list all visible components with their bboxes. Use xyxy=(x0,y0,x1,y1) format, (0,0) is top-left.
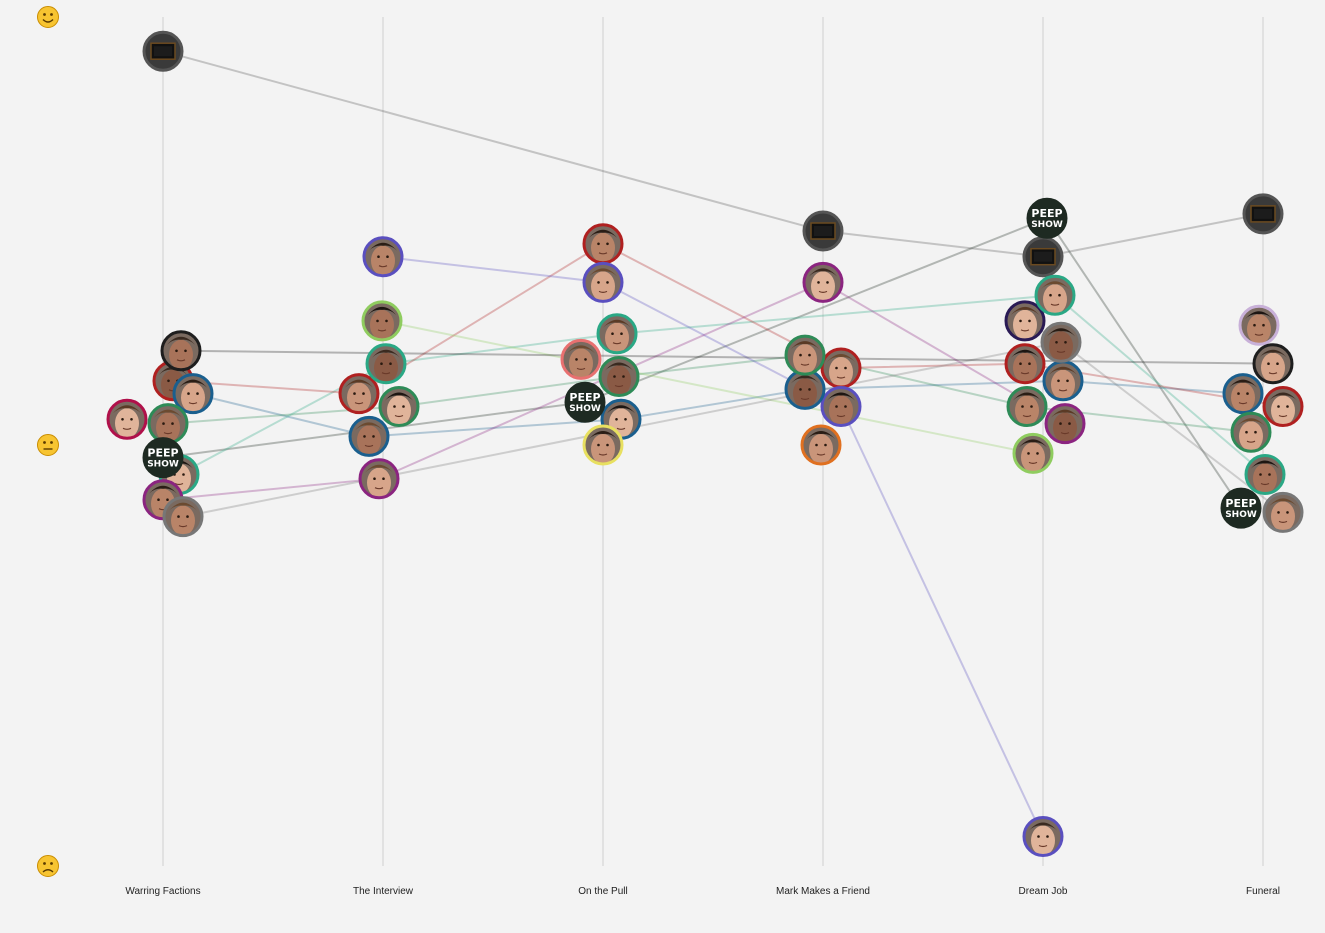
character-line-darkred xyxy=(180,349,1274,365)
character-avatar[interactable] xyxy=(348,415,390,457)
svg-text:PEEP: PEEP xyxy=(569,391,600,404)
character-avatar[interactable] xyxy=(358,458,400,500)
character-avatar[interactable] xyxy=(1034,274,1076,316)
character-avatar[interactable] xyxy=(1252,343,1294,385)
character-avatar[interactable] xyxy=(1044,403,1086,445)
character-avatar[interactable] xyxy=(1238,304,1280,346)
character-avatar[interactable] xyxy=(1262,491,1304,533)
episode-labels: Warring Factions The Interview On the Pull… xyxy=(125,886,1280,897)
character-avatar[interactable] xyxy=(820,347,862,389)
episode-gridlines xyxy=(162,17,1264,866)
character-avatar[interactable] xyxy=(598,356,640,397)
character-avatar[interactable] xyxy=(1042,360,1084,402)
character-avatar[interactable] xyxy=(1040,321,1082,363)
character-line-mark xyxy=(192,379,1244,438)
character-avatar[interactable] xyxy=(582,223,624,265)
svg-text:PEEP: PEEP xyxy=(147,447,178,460)
episode-label: Warring Factions xyxy=(125,886,200,897)
character-avatar[interactable] xyxy=(1004,343,1046,385)
tv-avatar[interactable] xyxy=(142,30,184,72)
character-avatar[interactable] xyxy=(365,343,407,385)
svg-text:SHOW: SHOW xyxy=(1031,220,1063,230)
character-avatar[interactable] xyxy=(1244,454,1286,495)
character-avatar[interactable] xyxy=(596,313,638,355)
episode-label: The Interview xyxy=(353,886,414,897)
character-avatar[interactable] xyxy=(1022,816,1064,857)
character-avatar[interactable] xyxy=(802,261,844,303)
happy-face-icon xyxy=(37,6,59,28)
character-avatar[interactable] xyxy=(361,300,403,342)
character-avatar[interactable] xyxy=(820,386,862,427)
character-mood-lines xyxy=(162,50,1284,837)
svg-text:SHOW: SHOW xyxy=(1225,510,1257,520)
character-avatar[interactable] xyxy=(1262,386,1304,427)
character-avatar[interactable] xyxy=(362,236,404,278)
svg-text:SHOW: SHOW xyxy=(569,404,601,414)
character-avatar[interactable] xyxy=(147,403,189,445)
character-avatar[interactable] xyxy=(106,398,148,440)
episode-label: Funeral xyxy=(1246,886,1280,897)
episode-label: On the Pull xyxy=(578,886,627,897)
character-line-grey-a xyxy=(182,341,1284,518)
sad-face-icon xyxy=(37,855,59,877)
neutral-face-icon xyxy=(37,434,59,456)
tv-avatar[interactable] xyxy=(1022,236,1064,278)
character-avatar[interactable] xyxy=(1012,432,1054,474)
character-avatar[interactable] xyxy=(160,330,202,372)
character-line-toni xyxy=(381,319,1034,455)
episode-label: Dream Job xyxy=(1019,886,1068,897)
character-avatar[interactable] xyxy=(800,424,842,466)
character-avatar[interactable] xyxy=(582,261,624,303)
character-line-tv xyxy=(162,50,1264,258)
character-avatar[interactable] xyxy=(378,386,420,427)
character-avatar[interactable] xyxy=(1006,386,1048,427)
character-avatar[interactable] xyxy=(1004,300,1046,342)
svg-text:SHOW: SHOW xyxy=(147,460,179,470)
character-avatar[interactable] xyxy=(338,373,380,415)
character-line-alan xyxy=(382,255,1044,837)
svg-text:PEEP: PEEP xyxy=(1225,497,1256,510)
svg-text:PEEP: PEEP xyxy=(1031,207,1062,220)
character-avatar[interactable] xyxy=(560,338,602,380)
episode-label: Mark Makes a Friend xyxy=(776,886,870,897)
character-avatar[interactable] xyxy=(582,424,624,466)
character-avatar[interactable] xyxy=(1222,373,1264,415)
tv-avatar[interactable] xyxy=(1242,193,1284,235)
character-avatar[interactable] xyxy=(784,334,826,376)
tv-avatar[interactable] xyxy=(802,210,844,252)
character-avatar[interactable] xyxy=(172,373,214,415)
character-line-peep xyxy=(162,216,1242,509)
character-avatar[interactable] xyxy=(162,496,204,538)
character-avatar[interactable] xyxy=(1230,411,1272,453)
